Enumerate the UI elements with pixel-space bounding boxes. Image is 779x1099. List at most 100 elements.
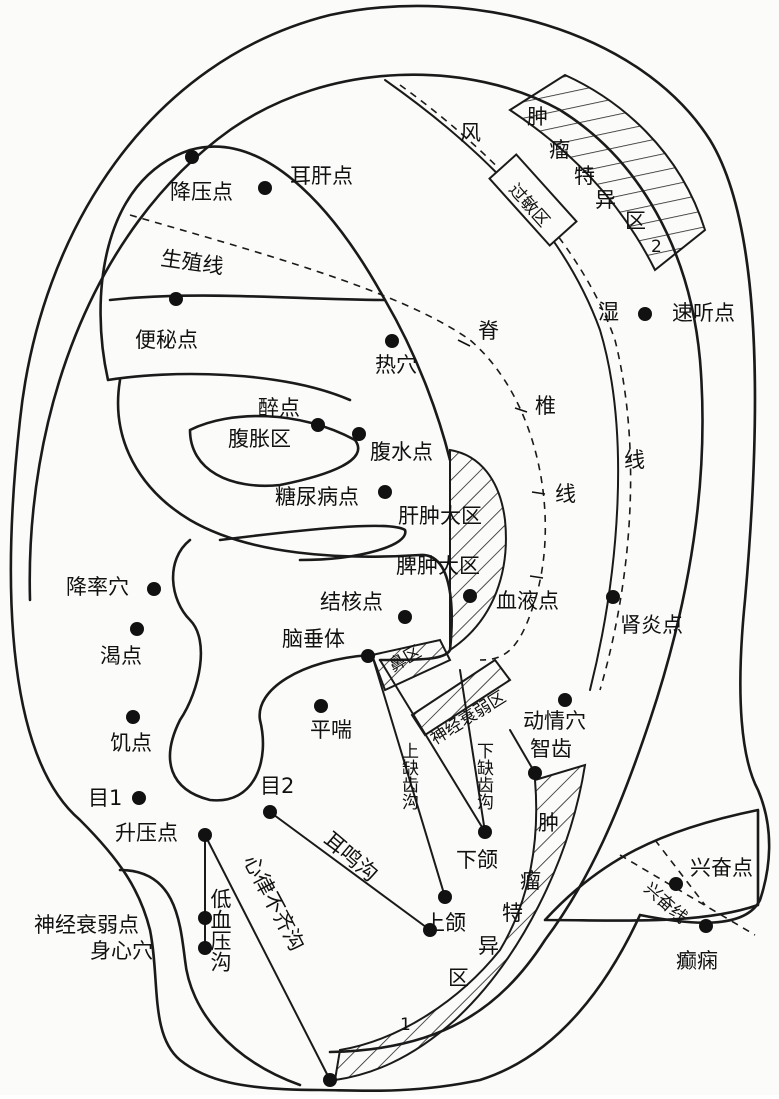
dot-ergan xyxy=(258,181,272,195)
crus-line xyxy=(218,524,407,562)
label-qu-top: 区 xyxy=(625,209,646,233)
label-yi-low: 异 xyxy=(478,934,499,958)
label-jiehe: 结核点 xyxy=(320,590,383,614)
label-ergan: 耳肝点 xyxy=(290,164,353,188)
tragus-outline xyxy=(168,538,372,802)
dot-shenyan xyxy=(606,590,620,604)
dot-fushui xyxy=(352,427,366,441)
dot-mu1 xyxy=(132,791,146,805)
dot-suting xyxy=(638,307,652,321)
label-pizhong: 脾肿大区 xyxy=(396,554,480,578)
tumor-zone-2 xyxy=(508,73,707,272)
helix-groove-line-b xyxy=(399,84,632,691)
label-tangniao: 糖尿病点 xyxy=(275,485,359,509)
dot-jiehe xyxy=(398,610,412,624)
label-xiahe: 下颌 xyxy=(456,848,498,872)
dot-shenxin xyxy=(198,941,212,955)
label-ke: 渴点 xyxy=(100,644,142,668)
dot-naochui xyxy=(361,649,375,663)
cavum-line xyxy=(188,414,360,488)
label-xian-right: 线 xyxy=(624,448,645,472)
label-pingchuan: 平喘 xyxy=(310,718,352,742)
dot-ji xyxy=(126,710,140,724)
dot-shenjingruo xyxy=(198,911,212,925)
label-te-low: 特 xyxy=(502,901,523,925)
label-jianglv: 降率穴 xyxy=(66,575,129,599)
fossa-line xyxy=(108,294,387,302)
label-dianxian: 癫痫 xyxy=(676,949,718,973)
label-xingfen: 兴奋点 xyxy=(690,856,753,880)
label-bianmi: 便秘点 xyxy=(135,328,198,352)
label-shenyan: 肾炎点 xyxy=(620,613,683,637)
dot-shengya xyxy=(198,828,212,842)
spine-dashed-line xyxy=(129,214,547,661)
dot-zui xyxy=(311,418,325,432)
label-shengya: 升压点 xyxy=(115,821,178,845)
label-qu-low: 区 xyxy=(448,966,469,990)
acupoint-dots xyxy=(126,150,713,1087)
label-zui: 醉点 xyxy=(258,396,300,420)
label-shanghe: 上颌 xyxy=(424,911,466,935)
wisdom-tooth-link xyxy=(509,729,536,774)
dot-dongqing xyxy=(558,693,572,707)
tinnitus-groove xyxy=(269,811,431,931)
label-xinlv: 心律不齐沟 xyxy=(239,851,309,955)
lower-missing-tooth-groove xyxy=(379,659,486,833)
label-ganzhong: 肝肿大区 xyxy=(398,504,482,528)
label-xian-spine: 线 xyxy=(555,482,576,506)
label-zhui: 椎 xyxy=(535,394,556,418)
label-shang-que: 上缺齿沟 xyxy=(398,742,419,811)
liver-spleen-zone xyxy=(449,448,507,652)
label-shi: 湿 xyxy=(598,300,619,324)
label-ji-hunger: 饥点 xyxy=(110,731,152,755)
label-num2: 2 xyxy=(651,237,662,257)
allergy-zone-box xyxy=(488,153,578,247)
label-feng: 风 xyxy=(460,121,481,145)
label-xueye: 血液点 xyxy=(496,589,559,613)
antihelix-outline xyxy=(99,145,452,462)
dot-xiahe xyxy=(478,825,492,839)
label-shenxin: 身心穴 xyxy=(90,939,153,963)
dot-erming-end xyxy=(423,923,437,937)
label-fushui: 腹水点 xyxy=(370,440,433,464)
outer-helix-contour xyxy=(9,4,771,1093)
label-suting: 速听点 xyxy=(672,301,735,325)
label-dongqing: 动情穴 xyxy=(523,709,586,733)
dot-bianmi xyxy=(169,292,183,306)
dot-ke xyxy=(130,622,144,636)
dot-shanghe xyxy=(438,890,452,904)
dot-xingfen xyxy=(669,877,683,891)
label-te-top: 特 xyxy=(574,164,595,188)
label-shenjing-ruo: 神经衰弱点 xyxy=(34,913,139,937)
helix-groove-line-a xyxy=(384,79,620,691)
dot-rexue xyxy=(385,334,399,348)
label-fuzhang: 腹胀区 xyxy=(228,427,291,451)
dot-mu2 xyxy=(263,805,277,819)
label-rexue: 热穴 xyxy=(375,353,417,377)
label-liu-top: 瘤 xyxy=(549,138,570,162)
label-yi-top: 异 xyxy=(595,188,616,212)
label-zhong-low: 肿 xyxy=(538,811,559,835)
excitement-line xyxy=(619,854,756,936)
label-mu1: 目1 xyxy=(88,786,122,810)
label-zhichi: 智齿 xyxy=(530,737,572,761)
dot-zhichi xyxy=(528,766,542,780)
lower-jaw-link xyxy=(459,669,486,833)
label-num1: 1 xyxy=(400,1015,411,1035)
dot-dianxian xyxy=(699,919,713,933)
spine-ticks xyxy=(457,339,546,579)
dot-xinlv-end xyxy=(323,1073,337,1087)
label-zhong-top: 肿 xyxy=(527,105,548,129)
excitement-zone xyxy=(543,808,760,922)
label-ji: 脊 xyxy=(478,319,499,343)
arrhythmia-groove xyxy=(204,834,331,1081)
dot-jiangya xyxy=(185,150,199,164)
lobe-outline xyxy=(118,868,302,1087)
dot-pingchuan xyxy=(314,699,328,713)
dot-xueye xyxy=(463,589,477,603)
excitement-divider xyxy=(654,839,706,906)
label-jiangya: 降压点 xyxy=(170,180,233,204)
label-erming: 耳鸣沟 xyxy=(319,827,383,886)
